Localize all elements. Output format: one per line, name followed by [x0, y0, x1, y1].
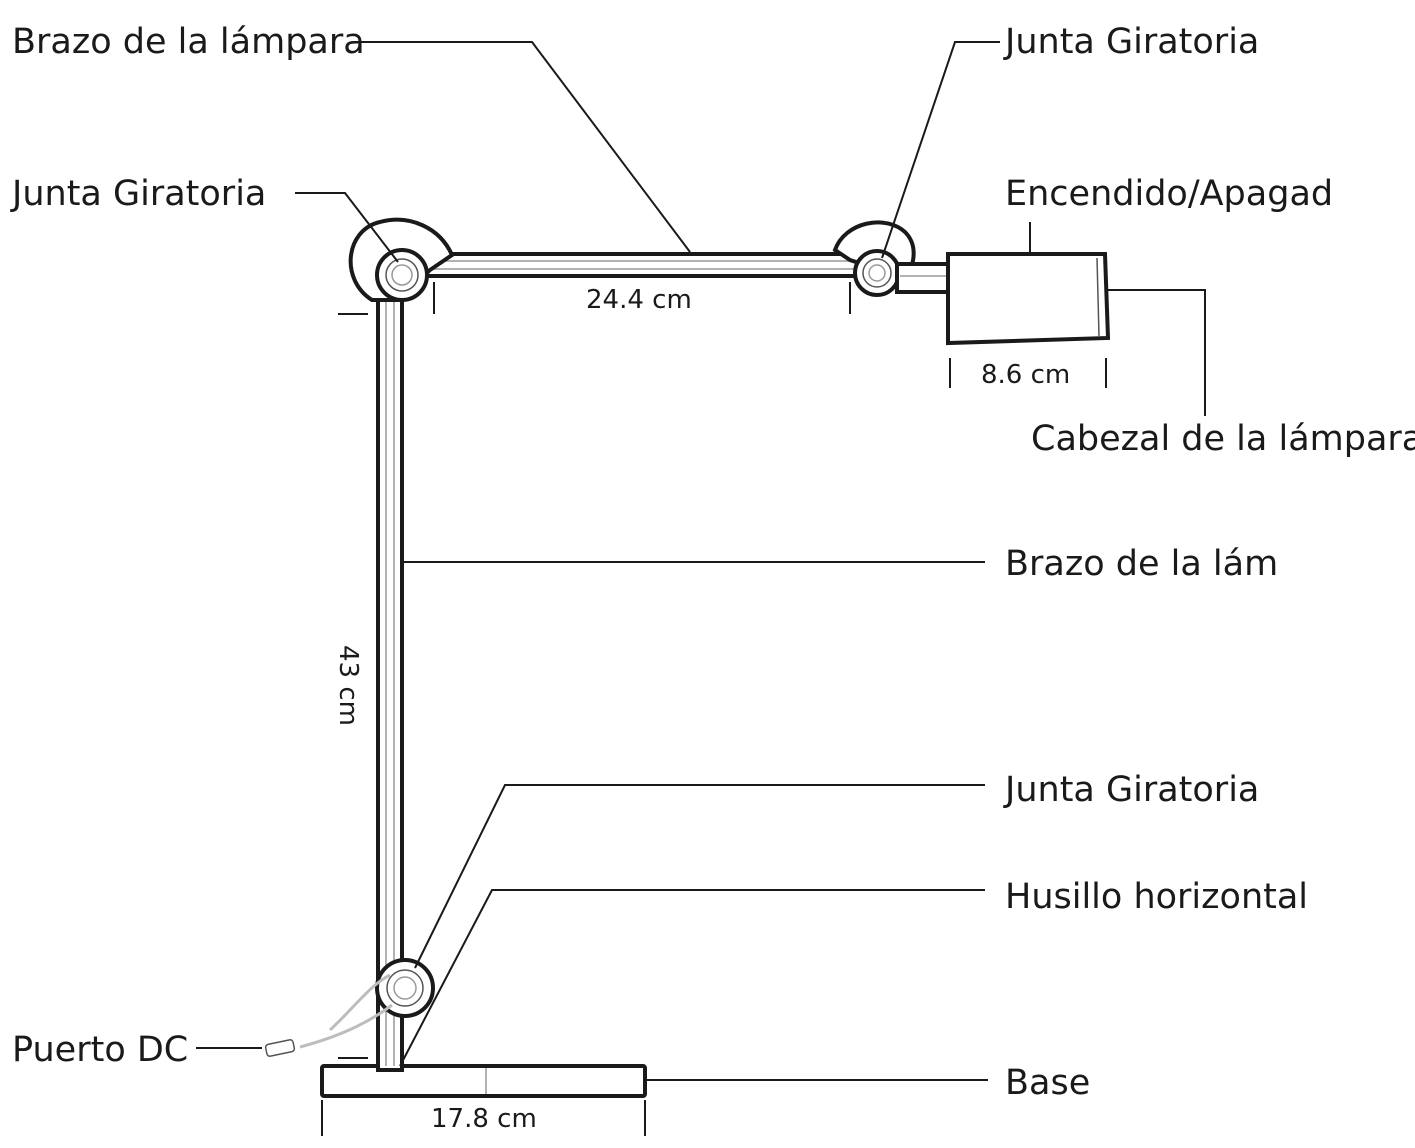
leader-lines — [196, 41, 1206, 1081]
dimension-ticks — [321, 282, 1107, 1136]
joint-top-left — [348, 217, 455, 302]
upper-arm — [390, 252, 882, 278]
label-arm-vertical: Brazo de la lám — [1005, 544, 1278, 584]
joint-top-right — [832, 220, 951, 297]
dimension-arm-vertical: 43 cm — [333, 645, 363, 726]
lamp-head — [946, 252, 1111, 346]
label-joint-bottom: Junta Giratoria — [1003, 770, 1259, 810]
label-arm-upper: Brazo de la lámpara — [12, 22, 365, 62]
joint-bottom — [375, 958, 435, 1018]
lamp-drawing — [264, 217, 1111, 1098]
lamp-base — [320, 1064, 647, 1098]
dimension-base: 17.8 cm — [431, 1104, 537, 1134]
label-joint-top-left: Junta Giratoria — [10, 174, 266, 214]
vertical-arm — [376, 283, 404, 1072]
dc-cable — [264, 973, 393, 1057]
label-head: Cabezal de la lámpara — [1031, 419, 1415, 459]
label-switch: Encendido/Apagad — [1005, 174, 1333, 214]
label-spindle: Husillo horizontal — [1005, 877, 1308, 917]
dimension-arm-upper: 24.4 cm — [586, 285, 692, 315]
label-base: Base — [1005, 1063, 1090, 1103]
label-dc-port: Puerto DC — [12, 1030, 188, 1070]
dimension-head: 8.6 cm — [981, 360, 1070, 390]
label-joint-top-right: Junta Giratoria — [1003, 22, 1259, 62]
